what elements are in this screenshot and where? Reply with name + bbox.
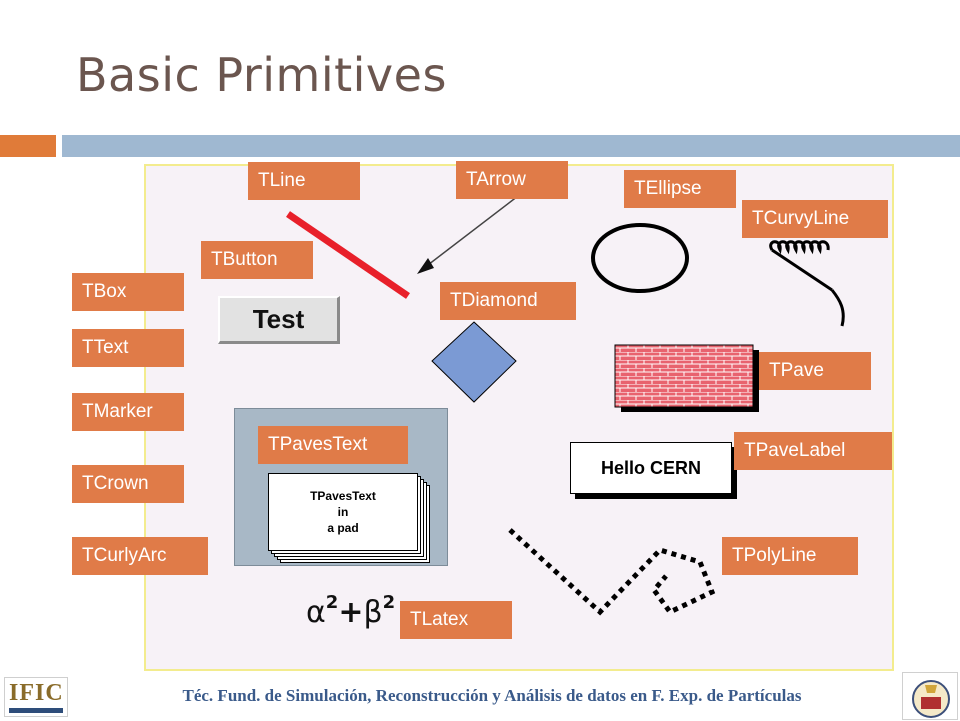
tarrow-shape [423,195,519,269]
tcurvyline-shape [769,240,845,327]
pavestext-line: in [337,505,349,519]
pavestext-content: TPavesText in a pad [268,473,418,551]
footer-text: Téc. Fund. de Simulación, Reconstrucción… [182,686,802,705]
tellipse-shape [591,223,689,293]
slide-title: Basic Primitives [76,48,447,102]
label-tbox: TBox [72,273,184,311]
latex-alpha: α [306,595,326,630]
pavestext-line: TPavesText [310,489,376,503]
seal-icon [912,680,950,718]
label-tline: TLine [248,162,360,200]
tarrow-head [417,258,434,274]
pavestext-sheet [268,473,418,551]
test-button[interactable]: Test [218,296,340,344]
ific-logo: IFIC [4,677,68,717]
tline-shape [286,211,410,299]
ific-logo-caption-bar [9,708,63,713]
header-accent-bar [0,135,56,157]
university-seal-logo [902,672,958,720]
header-bar [62,135,960,157]
ific-logo-text: IFIC [9,680,64,706]
latex-plus: + [338,595,364,630]
label-ttext: TText [72,329,184,367]
latex-exponent: 2 [325,592,339,613]
label-tpavelabel: TPaveLabel [734,432,892,470]
label-tlatex: TLatex [400,601,512,639]
label-tcrown: TCrown [72,465,184,503]
label-tmarker: TMarker [72,393,184,431]
tpolyline-shape [508,528,716,616]
label-tpavestext: TPavesText [258,426,408,464]
label-tarrow: TArrow [456,161,568,199]
pavelabel-box: Hello CERN [570,442,732,494]
label-tdiamond: TDiamond [440,282,576,320]
pavestext-line: a pad [327,521,359,535]
label-tpave: TPave [759,352,871,390]
label-tpolyline: TPolyLine [722,537,858,575]
latex-formula: α2+β2 [306,592,395,630]
latex-exponent: 2 [382,592,396,613]
label-tellipse: TEllipse [624,170,736,208]
latex-beta: β [363,595,383,630]
label-tbutton: TButton [201,241,313,279]
label-tcurvyline: TCurvyLine [742,200,888,238]
tpave-shape [614,344,754,408]
tdiamond-shape [431,321,517,403]
label-tcurlyarc: TCurlyArc [72,537,208,575]
